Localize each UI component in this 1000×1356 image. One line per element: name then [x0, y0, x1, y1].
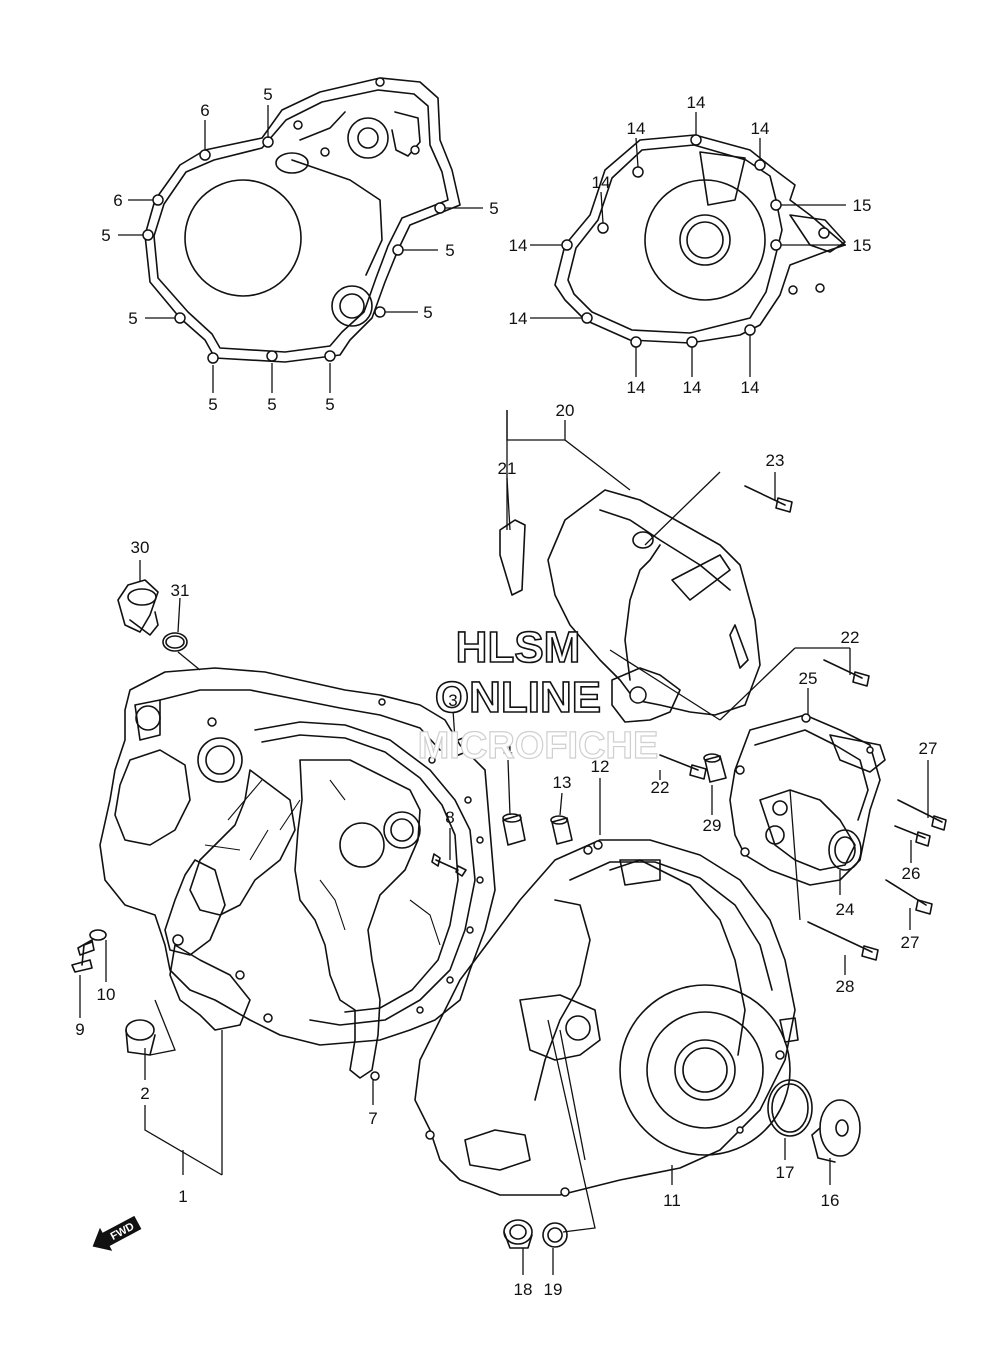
dowel-pins [452, 737, 727, 846]
bolt-27-lower [885, 879, 933, 915]
callout-14-a: 14 [687, 93, 706, 112]
crankcase-cover [414, 839, 799, 1197]
callout-9: 9 [75, 1020, 84, 1039]
callout-28: 28 [836, 977, 855, 996]
callout-6-b: 6 [113, 191, 122, 210]
callout-5-e: 5 [267, 395, 276, 414]
callout-1: 1 [178, 1187, 187, 1206]
watermark-line-3: MICROFICHE [418, 725, 659, 767]
callout-29: 29 [703, 816, 722, 835]
callout-5-d: 5 [208, 395, 217, 414]
callout-17: 17 [776, 1163, 795, 1182]
sprocket-cover [499, 489, 761, 723]
callout-14-b: 14 [627, 119, 646, 138]
callout-14-f: 14 [509, 309, 528, 328]
callout-7: 7 [368, 1109, 377, 1128]
callout-13: 13 [553, 773, 572, 792]
callout-5-a: 5 [263, 85, 272, 104]
callout-26: 26 [902, 864, 921, 883]
callout-14-c: 14 [751, 119, 770, 138]
callout-21: 21 [498, 459, 517, 478]
bolt-23 [744, 485, 793, 513]
callout-18: 18 [514, 1280, 533, 1299]
callout-14-i: 14 [741, 378, 760, 397]
callout-31: 31 [171, 581, 190, 600]
callout-5-b: 5 [101, 226, 110, 245]
oil-filler-cap [117, 579, 159, 636]
callout-labels: 6 5 6 5 5 5 5 5 5 5 5 14 14 14 14 14 14 … [75, 85, 937, 1299]
callout-5-h: 5 [445, 241, 454, 260]
callout-15-b: 15 [853, 236, 872, 255]
watermark: HLSM ONLINE MICROFICHE [417, 622, 659, 767]
bolt-28 [807, 921, 879, 961]
o-ring-31 [162, 632, 188, 652]
callout-14-e: 14 [509, 236, 528, 255]
washer-10 [89, 929, 107, 941]
bolt-8 [431, 853, 467, 877]
callout-6-a: 6 [200, 101, 209, 120]
watermark-line-1: HLSM [456, 623, 581, 672]
callout-24: 24 [836, 900, 855, 919]
leader-lines [79, 105, 929, 1275]
callout-14-d: 14 [592, 173, 611, 192]
cap-16 [811, 1099, 861, 1163]
plug-2 [125, 1019, 156, 1056]
side-cover [729, 713, 886, 886]
clutch-cover-gasket [142, 77, 461, 364]
o-ring-17 [767, 1079, 813, 1137]
callout-2: 2 [140, 1084, 149, 1103]
generator-cover-gasket [554, 134, 846, 348]
callout-14-g: 14 [627, 378, 646, 397]
bolt-27-upper [897, 799, 947, 831]
callout-8: 8 [445, 808, 454, 827]
callout-25: 25 [799, 669, 818, 688]
bolt-22-lower [659, 754, 707, 780]
fwd-label: FWD [109, 1221, 137, 1243]
callout-5-g: 5 [423, 303, 432, 322]
callout-19: 19 [544, 1280, 563, 1299]
callout-3: 3 [448, 691, 457, 710]
callout-27-a: 27 [919, 739, 938, 758]
callout-4: 4 [503, 741, 512, 760]
callout-5-f: 5 [325, 395, 334, 414]
callout-11: 11 [663, 1191, 681, 1210]
callout-23: 23 [766, 451, 785, 470]
callout-10: 10 [97, 985, 116, 1004]
bolt-9 [71, 939, 95, 973]
washer-19 [542, 1222, 568, 1248]
bolt-22-upper [823, 659, 870, 687]
callout-5-c: 5 [128, 309, 137, 328]
callout-30: 30 [131, 538, 150, 557]
fwd-arrow-icon: FWD [92, 1215, 142, 1251]
plug-18 [503, 1219, 533, 1249]
callout-14-h: 14 [683, 378, 702, 397]
callout-12: 12 [591, 757, 610, 776]
crankcase-left [99, 667, 496, 1081]
callout-16: 16 [821, 1191, 840, 1210]
callout-20: 20 [556, 401, 575, 420]
callout-5-i: 5 [489, 199, 498, 218]
callout-27-b: 27 [901, 933, 920, 952]
callout-15-a: 15 [853, 196, 872, 215]
bolt-26 [894, 825, 931, 847]
watermark-line-2: ONLINE [435, 673, 601, 722]
callout-22-a: 22 [841, 628, 860, 647]
callout-22-b: 22 [651, 778, 670, 797]
